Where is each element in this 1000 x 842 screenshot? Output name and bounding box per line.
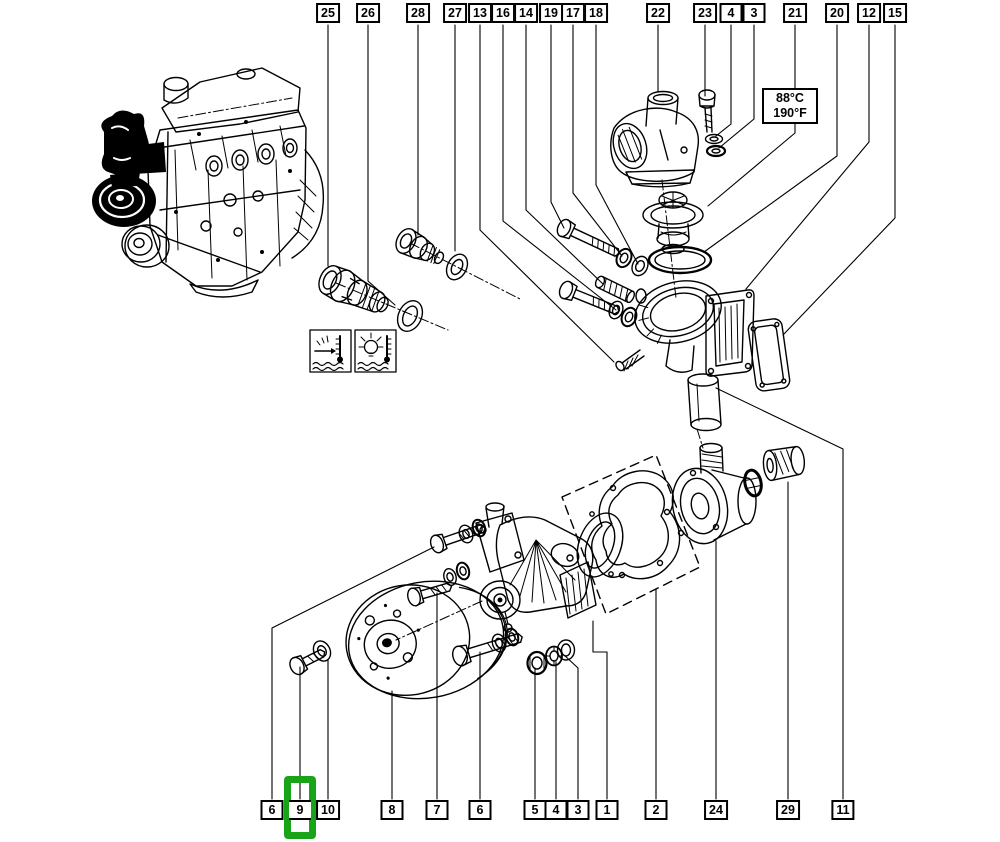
upper-stud-bolt	[556, 218, 620, 257]
callout-17[interactable]: 17	[561, 3, 585, 23]
flat-washer	[556, 639, 576, 661]
callout-19[interactable]: 19	[539, 3, 563, 23]
gasket-dashed-outline	[561, 454, 701, 615]
callout-26[interactable]: 26	[356, 3, 380, 23]
upper-bolt-washer-1	[615, 247, 633, 269]
coolant-temperature-gauge-icon	[309, 329, 352, 373]
sensor-washer	[396, 300, 424, 332]
pump-bolt-c-washers	[491, 627, 520, 653]
callout-6[interactable]: 6	[260, 800, 284, 820]
callout-3[interactable]: 3	[742, 3, 766, 23]
leader-lines	[271, 24, 896, 800]
sender-washer	[445, 253, 469, 281]
callout-6[interactable]: 6	[468, 800, 492, 820]
pulley-bolt-washer	[312, 640, 332, 662]
callout-27[interactable]: 27	[443, 3, 467, 23]
callout-18[interactable]: 18	[584, 3, 608, 23]
pump-gasket	[591, 470, 681, 580]
housing-bolt-washers	[704, 133, 727, 158]
pump-bolt-b	[407, 582, 453, 607]
thermostat-temp-fahrenheit: 190°F	[773, 106, 807, 120]
callout-12[interactable]: 12	[857, 3, 881, 23]
callout-15[interactable]: 15	[883, 3, 907, 23]
callout-11[interactable]: 11	[831, 800, 855, 820]
highlight-ring	[284, 776, 316, 839]
bushing	[762, 445, 806, 482]
thermostat-temp-celsius: 88°C	[776, 91, 804, 105]
pump-bolt-a	[429, 523, 486, 554]
callout-20[interactable]: 20	[825, 3, 849, 23]
water-pump	[475, 502, 597, 633]
callout-16[interactable]: 16	[491, 3, 515, 23]
callout-22[interactable]: 22	[646, 3, 670, 23]
callout-24[interactable]: 24	[704, 800, 728, 820]
callout-14[interactable]: 14	[514, 3, 538, 23]
callout-23[interactable]: 23	[693, 3, 717, 23]
water-outlet-housing	[610, 90, 700, 188]
coolant-temperature-warning-lamp-icon	[354, 329, 397, 373]
callout-4[interactable]: 4	[719, 3, 743, 23]
thermostat-support-housing	[615, 280, 755, 377]
lower-bolt-washer-2	[620, 306, 638, 328]
callout-8[interactable]: 8	[380, 800, 404, 820]
thermostat	[642, 191, 704, 255]
callout-2[interactable]: 2	[644, 800, 668, 820]
stud	[594, 275, 636, 304]
callout-5[interactable]: 5	[523, 800, 547, 820]
thermostat-temperature-label: 88°C 190°F	[762, 88, 818, 124]
callout-9[interactable]: 9	[289, 800, 311, 820]
temperature-sensor	[318, 265, 389, 313]
callout-21[interactable]: 21	[783, 3, 807, 23]
pump-bolt-a-washers	[458, 518, 487, 544]
lock-washer	[545, 645, 563, 667]
callout-13[interactable]: 13	[468, 3, 492, 23]
callout-3[interactable]: 3	[566, 800, 590, 820]
housing-bolt	[698, 89, 716, 133]
water-pump-inlet	[671, 442, 763, 545]
callout-1[interactable]: 1	[595, 800, 619, 820]
pump-bolt-b-washers	[443, 561, 471, 587]
callout-4[interactable]: 4	[544, 800, 568, 820]
centrelines	[335, 179, 704, 641]
callout-29[interactable]: 29	[776, 800, 800, 820]
upper-bolt-washer-2	[631, 255, 649, 277]
nut	[526, 650, 548, 676]
callout-7[interactable]: 7	[425, 800, 449, 820]
pulley	[345, 580, 508, 700]
engine-illustration	[92, 67, 325, 298]
lower-bolt-washer-1	[608, 300, 624, 320]
connecting-tube	[687, 373, 722, 432]
callout-28[interactable]: 28	[406, 3, 430, 23]
temperature-sender	[395, 228, 445, 265]
pulley-bolt	[289, 649, 326, 676]
callout-10[interactable]: 10	[316, 800, 340, 820]
lower-stud-bolt	[558, 280, 620, 315]
support-gasket	[747, 318, 791, 392]
rubber-seal-ring	[647, 245, 713, 275]
callout-25[interactable]: 25	[316, 3, 340, 23]
